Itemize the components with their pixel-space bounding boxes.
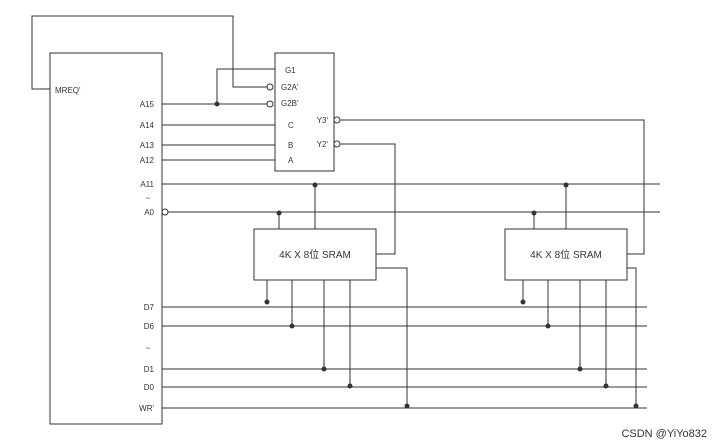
g2b-inversion-bubble xyxy=(266,100,274,108)
cpu-pin-a11: A11 xyxy=(140,180,154,189)
cpu-pin-data-ellipsis: ~ xyxy=(146,344,151,353)
cpu-pin-d6: D6 xyxy=(144,322,155,331)
sram1-d0-junction xyxy=(347,383,353,389)
cpu-pin-a12: A12 xyxy=(140,156,155,165)
a15-to-g1-wire xyxy=(216,68,275,104)
cpu-pin-a15: A15 xyxy=(140,100,155,109)
cpu-pin-d0: D0 xyxy=(144,383,155,392)
cpu-pin-wr: WR' xyxy=(139,404,154,413)
sram1-a0-junction xyxy=(276,210,282,216)
sram1-wr-tap xyxy=(376,267,408,408)
sram1-d7-junction xyxy=(264,299,270,305)
mreq-inversion-bubble xyxy=(266,83,274,91)
sram1-d6-junction xyxy=(289,323,295,329)
y3-inversion-bubble xyxy=(333,116,341,124)
a0-open-terminal xyxy=(161,208,169,216)
cpu-pin-address-ellipsis: ~ xyxy=(146,194,151,203)
decoder-pin-g1: G1 xyxy=(285,66,296,75)
sram-chip-1-label: 4K X 8位 SRAM xyxy=(279,248,351,261)
sram1-wr-junction xyxy=(404,403,410,409)
sram2-d0-junction xyxy=(603,383,609,389)
sram2-a11-junction xyxy=(563,182,569,188)
sram2-d7-junction xyxy=(520,299,526,305)
decoder-pin-y3: Y3' xyxy=(317,116,329,125)
sram1-d1-junction xyxy=(321,366,327,372)
sram2-a0-junction xyxy=(531,210,537,216)
watermark: CSDN @YiYo832 xyxy=(621,428,707,440)
sram1-a11-junction xyxy=(312,182,318,188)
cpu-pin-d1: D1 xyxy=(144,365,155,374)
sram-chip-1 xyxy=(253,228,377,281)
mreq-wire xyxy=(31,15,267,90)
cpu-pin-a0: A0 xyxy=(144,208,154,217)
decoder-block xyxy=(274,52,335,172)
sram2-d6-junction xyxy=(545,323,551,329)
decoder-pin-c: C xyxy=(288,121,294,130)
cpu-pin-a14: A14 xyxy=(140,121,155,130)
cpu-pin-a13: A13 xyxy=(140,141,155,150)
a15-junction-dot xyxy=(214,101,220,107)
decoder-pin-a: A xyxy=(288,156,294,165)
sram-chip-2-label: 4K X 8位 SRAM xyxy=(530,248,602,261)
decoder-pin-y2: Y2' xyxy=(317,140,329,149)
y3-wire xyxy=(340,119,645,255)
cpu-mreq-label: MREQ' xyxy=(55,86,81,95)
decoder-pin-g2b: G2B' xyxy=(281,99,299,108)
cpu-block xyxy=(49,52,163,425)
y2-wire xyxy=(340,143,396,255)
sram2-wr-tap xyxy=(627,267,637,408)
decoder-pin-b: B xyxy=(288,141,293,150)
cpu-pin-d7: D7 xyxy=(144,303,155,312)
y2-inversion-bubble xyxy=(333,140,341,148)
decoder-pin-g2a: G2A' xyxy=(281,83,299,92)
sram2-wr-junction xyxy=(633,403,639,409)
sram2-d1-junction xyxy=(577,366,583,372)
